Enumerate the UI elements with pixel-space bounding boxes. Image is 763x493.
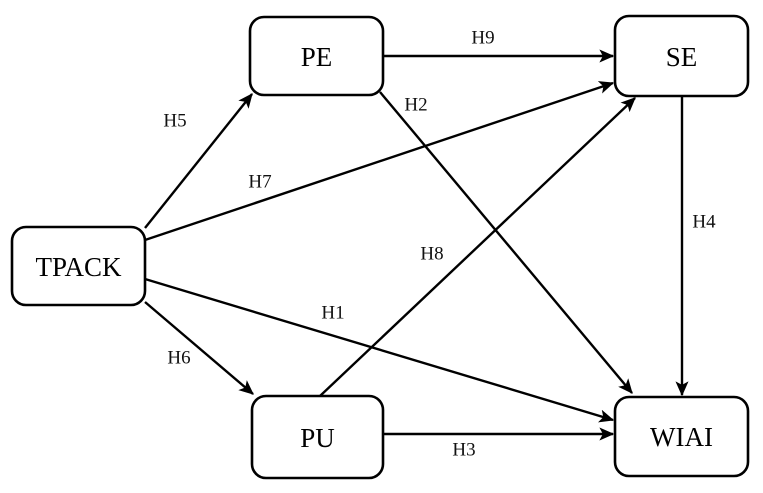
node-se-label: SE — [666, 42, 698, 72]
node-pu-label: PU — [300, 423, 335, 453]
edge-h1: H1 — [144, 277, 615, 423]
edge-h5: H5 — [144, 93, 253, 229]
edge-h6-label: H6 — [167, 348, 190, 369]
edge-h6: H6 — [144, 301, 254, 395]
node-pe-box[interactable] — [248, 15, 385, 97]
node-pe-label: PE — [301, 42, 333, 72]
node-pu[interactable]: PU — [250, 394, 385, 480]
edge-h8-label: H8 — [420, 244, 443, 265]
edge-h3: H3 — [383, 427, 615, 461]
node-tpack-box[interactable] — [10, 225, 147, 307]
edge-h4: H4 — [675, 96, 716, 397]
node-tpack-label: TPACK — [35, 252, 122, 282]
edge-h8-line — [319, 97, 636, 397]
node-se[interactable]: SE — [613, 14, 750, 98]
node-pe[interactable]: PE — [248, 15, 385, 97]
edge-h7-line — [144, 81, 615, 242]
edge-h8: H8 — [319, 97, 636, 397]
edge-h1-line — [144, 277, 615, 423]
edge-h2-label: H2 — [404, 95, 427, 116]
edge-h1-label: H1 — [321, 303, 344, 324]
edge-h9-label: H9 — [471, 28, 494, 49]
edge-h6-line — [144, 301, 254, 395]
edge-h4-label: H4 — [692, 212, 716, 233]
edge-h2-line — [379, 91, 633, 394]
edge-h2: H2 — [379, 91, 633, 394]
node-wiai[interactable]: WIAI — [613, 395, 750, 478]
edge-h7: H7 — [144, 81, 615, 242]
node-wiai-label: WIAI — [650, 422, 713, 452]
node-pu-box[interactable] — [250, 394, 385, 480]
edge-h9: H9 — [383, 28, 615, 63]
edge-h5-label: H5 — [163, 111, 186, 132]
edge-h7-label: H7 — [248, 172, 271, 193]
edge-h3-label: H3 — [452, 440, 475, 461]
node-wiai-box[interactable] — [613, 395, 750, 478]
edge-h5-line — [144, 93, 253, 229]
node-tpack[interactable]: TPACK — [10, 225, 147, 307]
node-se-box[interactable] — [613, 14, 750, 98]
